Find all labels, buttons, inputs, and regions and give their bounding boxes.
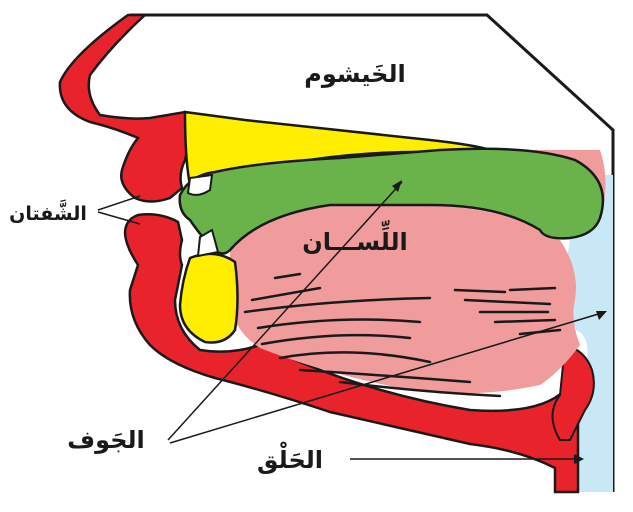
lower-jaw-bone [180, 254, 238, 343]
nasal-cavity-label: الخَيشوم [304, 60, 405, 88]
upper-tooth [188, 175, 212, 195]
upper-lip-and-nose [60, 15, 195, 202]
throat-label: الحَلْق [257, 442, 323, 474]
lips-label: الشَّفتان [9, 200, 87, 225]
oral-cavity-label: الجَوف [67, 426, 144, 454]
lips-pointer-upper [98, 196, 140, 210]
